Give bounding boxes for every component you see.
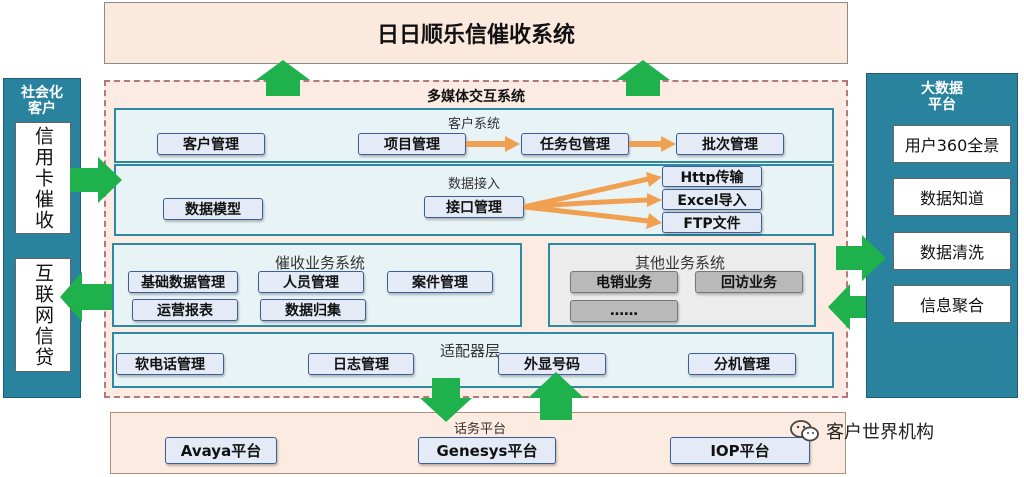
watermark-text: 客户世界机构 [826, 422, 934, 443]
telesales-label: 电销业务 [596, 275, 652, 291]
personnel-mgmt-pill: 人员管理 [258, 271, 364, 293]
telesales-pill: 电销业务 [570, 271, 678, 293]
base-data-mgmt-pill: 基础数据管理 [128, 271, 238, 293]
ftp-file-pill: FTP文件 [662, 212, 762, 233]
data-model-label: 数据模型 [185, 202, 241, 218]
extension-mgmt-pill: 分机管理 [688, 353, 796, 375]
user-360-box: 用户360全景 [893, 125, 1011, 163]
data-know-label: 数据知道 [919, 189, 984, 208]
internet-credit-box: 互联网信贷 [15, 258, 71, 372]
more-label: …… [610, 303, 638, 319]
system-title: 日日顺乐信催收系统 [376, 23, 575, 48]
data-collection-label: 数据归集 [285, 303, 341, 319]
iop-platform-label: IOP平台 [710, 442, 770, 460]
info-aggregation-label: 信息聚合 [919, 296, 984, 315]
multimedia-label: 多媒体交互系统 [427, 89, 525, 105]
callback-pill: 回访业务 [695, 271, 803, 293]
log-mgmt-label: 日志管理 [333, 357, 389, 373]
wechat-icon [790, 420, 819, 442]
system-title-box: 日日顺乐信催收系统 [104, 2, 848, 64]
genesys-platform-pill: Genesys平台 [418, 437, 556, 464]
log-mgmt-pill: 日志管理 [308, 353, 414, 375]
left-panel-title: 社会化 客户 [4, 85, 80, 117]
data-access-label: 数据接入 [447, 177, 500, 192]
extension-mgmt-label: 分机管理 [714, 357, 770, 373]
credit-card-collection-label: 信用卡催收 [32, 125, 54, 231]
base-data-mgmt-label: 基础数据管理 [141, 275, 225, 291]
customer-system-label: 客户系统 [447, 117, 500, 132]
callback-label: 回访业务 [721, 275, 777, 291]
display-number-pill: 外显号码 [498, 353, 606, 375]
softphone-mgmt-pill: 软电话管理 [116, 353, 224, 375]
ops-report-pill: 运营报表 [132, 299, 238, 321]
right-panel-title: 大数据 平台 [867, 81, 1017, 113]
batch-mgmt-pill: 批次管理 [676, 133, 784, 155]
http-transfer-pill: Http传输 [662, 166, 762, 187]
ops-report-label: 运营报表 [157, 303, 213, 319]
avaya-platform-pill: Avaya平台 [165, 437, 277, 464]
adapter-layer-label: 适配器层 [439, 342, 500, 360]
task-package-mgmt-label: 任务包管理 [540, 137, 610, 153]
ftp-file-label: FTP文件 [683, 215, 741, 232]
http-transfer-label: Http传输 [680, 169, 744, 186]
avaya-platform-label: Avaya平台 [180, 442, 262, 460]
data-know-box: 数据知道 [893, 178, 1011, 216]
right-title-line1: 大数据 [921, 81, 963, 97]
data-model-pill: 数据模型 [163, 198, 263, 220]
right-title-line2: 平台 [928, 97, 956, 113]
more-pill: …… [570, 300, 678, 322]
phone-platform-label: 话务平台 [453, 422, 506, 437]
info-aggregation-box: 信息聚合 [893, 285, 1011, 323]
watermark: 客户世界机构 [790, 416, 1010, 446]
task-package-mgmt-pill: 任务包管理 [521, 133, 629, 155]
collection-system-label: 催收业务系统 [274, 254, 365, 272]
interface-mgmt-label: 接口管理 [446, 200, 502, 216]
left-title-line1: 社会化 [21, 85, 63, 101]
customer-mgmt-pill: 客户管理 [157, 133, 265, 155]
iop-platform-pill: IOP平台 [670, 437, 810, 464]
excel-import-label: Excel导入 [677, 192, 747, 209]
softphone-mgmt-label: 软电话管理 [135, 357, 205, 373]
project-mgmt-pill: 项目管理 [358, 133, 466, 155]
interface-mgmt-pill: 接口管理 [424, 196, 524, 218]
case-mgmt-label: 案件管理 [412, 275, 468, 291]
internet-credit-label: 互联网信贷 [32, 262, 54, 368]
batch-mgmt-label: 批次管理 [702, 137, 758, 153]
case-mgmt-pill: 案件管理 [387, 271, 493, 293]
user-360-label: 用户360全景 [904, 136, 1000, 155]
credit-card-collection-box: 信用卡催收 [15, 122, 71, 234]
display-number-label: 外显号码 [524, 357, 580, 373]
data-cleaning-box: 数据清洗 [893, 232, 1011, 270]
data-cleaning-label: 数据清洗 [919, 243, 984, 262]
personnel-mgmt-label: 人员管理 [283, 275, 339, 291]
other-system-label: 其他业务系统 [634, 254, 725, 272]
project-mgmt-label: 项目管理 [384, 137, 440, 153]
customer-mgmt-label: 客户管理 [183, 137, 239, 153]
excel-import-pill: Excel导入 [662, 189, 762, 210]
genesys-platform-label: Genesys平台 [436, 442, 538, 460]
left-title-line2: 客户 [28, 101, 56, 117]
data-collection-pill: 数据归集 [260, 299, 366, 321]
